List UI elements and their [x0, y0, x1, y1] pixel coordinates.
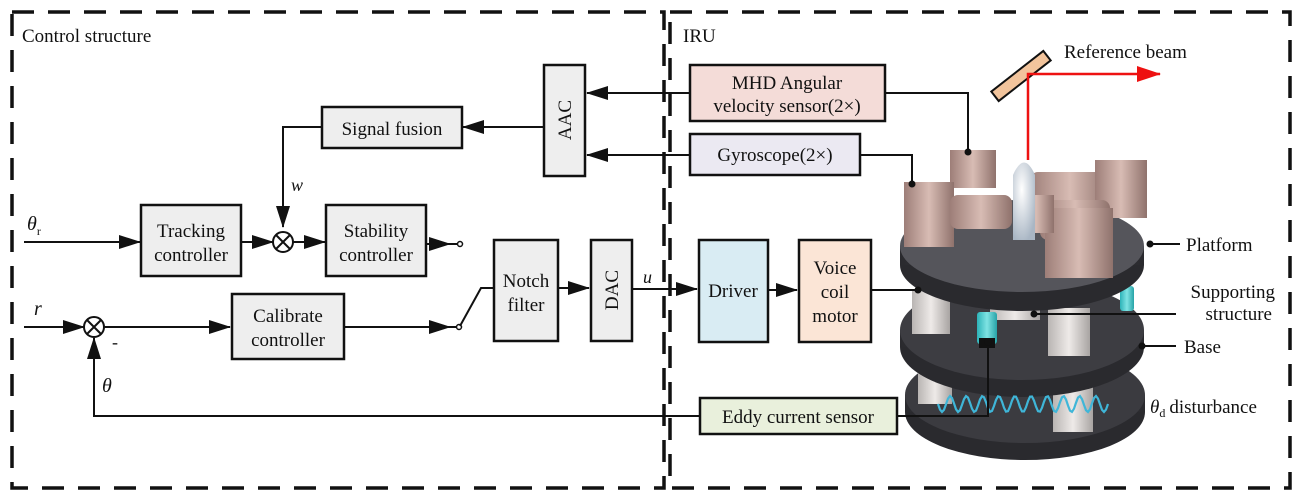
tracking-controller-line2: controller: [154, 245, 229, 266]
notch-filter-block[interactable]: Notch filter: [492, 238, 560, 343]
dac-label: DAC: [602, 270, 623, 310]
platform-label: Platform: [1186, 235, 1253, 256]
summing-junction-bottom: [83, 316, 105, 338]
iru-hardware-illustration: [900, 150, 1147, 460]
disturbance-wave: [936, 394, 1110, 414]
theta-feedback-wire: [87, 337, 700, 417]
tracking-controller-block[interactable]: Tracking controller: [139, 203, 243, 278]
r-label: r: [34, 298, 42, 320]
eddy-current-sensor-label: Eddy current sensor: [722, 407, 875, 428]
mhd-to-hardware-wire: [885, 92, 969, 152]
tracking-controller-line1: Tracking: [157, 221, 225, 242]
supporting-label-line1: Supporting: [1191, 282, 1276, 303]
switch-contact-upper[interactable]: [456, 240, 464, 248]
theta-feedback-label: θ: [102, 375, 112, 397]
vcm-line3: motor: [812, 306, 858, 327]
supporting-label-line2: structure: [1206, 304, 1272, 325]
vcm-line2: coil: [821, 282, 850, 303]
eddy-connection-dot: [984, 338, 992, 346]
iru-title: IRU: [683, 26, 716, 47]
calibrate-controller-block[interactable]: Calibrate controller: [230, 292, 346, 361]
aac-label: AAC: [555, 100, 576, 140]
selector-switch-arm[interactable]: [459, 287, 494, 327]
voice-coil-motor-block[interactable]: Voice coil motor: [797, 238, 873, 344]
control-structure-frame: [10, 10, 666, 490]
signal-fusion-block[interactable]: Signal fusion: [320, 105, 464, 150]
minus-sign: -: [112, 332, 118, 352]
theta-r-label: θr: [27, 213, 41, 238]
mhd-line1: MHD Angular: [732, 73, 843, 94]
notch-filter-line1: Notch: [503, 271, 550, 292]
calibrate-controller-line1: Calibrate: [253, 306, 323, 327]
signal-fusion-label: Signal fusion: [342, 119, 443, 140]
stability-controller-line2: controller: [339, 245, 414, 266]
reference-beam-arrow: [1026, 66, 1161, 160]
w-wire: [276, 126, 322, 228]
gyro-to-hardware-wire: [860, 154, 913, 184]
u-signal-label: u: [643, 267, 652, 287]
mhd-line2: velocity sensor(2×): [713, 96, 860, 117]
base-label: Base: [1184, 337, 1221, 358]
driver-block[interactable]: Driver: [697, 238, 770, 344]
gyroscope-label: Gyroscope(2×): [717, 145, 832, 166]
reference-beam-label: Reference beam: [1064, 42, 1187, 63]
eddy-to-hardware-wire: [897, 342, 989, 417]
gyro-connection-dot: [908, 180, 916, 188]
iru-frame: [668, 10, 1292, 490]
mhd-angular-velocity-sensor-block[interactable]: MHD Angular velocity sensor(2×): [688, 63, 887, 123]
summing-junction-top: [272, 231, 294, 253]
dac-block[interactable]: DAC: [589, 238, 634, 343]
w-signal-label: w: [291, 175, 303, 195]
calibrate-controller-line2: controller: [251, 330, 326, 351]
eddy-current-sensor-block[interactable]: Eddy current sensor: [698, 396, 899, 436]
vcm-line1: Voice: [814, 258, 857, 279]
stability-controller-block[interactable]: Stability controller: [324, 203, 428, 278]
aac-block[interactable]: AAC: [542, 63, 587, 178]
gyroscope-block[interactable]: Gyroscope(2×): [688, 132, 862, 177]
driver-label: Driver: [708, 281, 758, 302]
stability-controller-line1: Stability: [344, 221, 409, 242]
vcm-connection-dot: [914, 286, 922, 294]
control-structure-title: Control structure: [22, 26, 151, 47]
reference-mirror: [989, 49, 1053, 103]
mhd-connection-dot: [964, 148, 972, 156]
notch-filter-line2: filter: [508, 295, 546, 316]
